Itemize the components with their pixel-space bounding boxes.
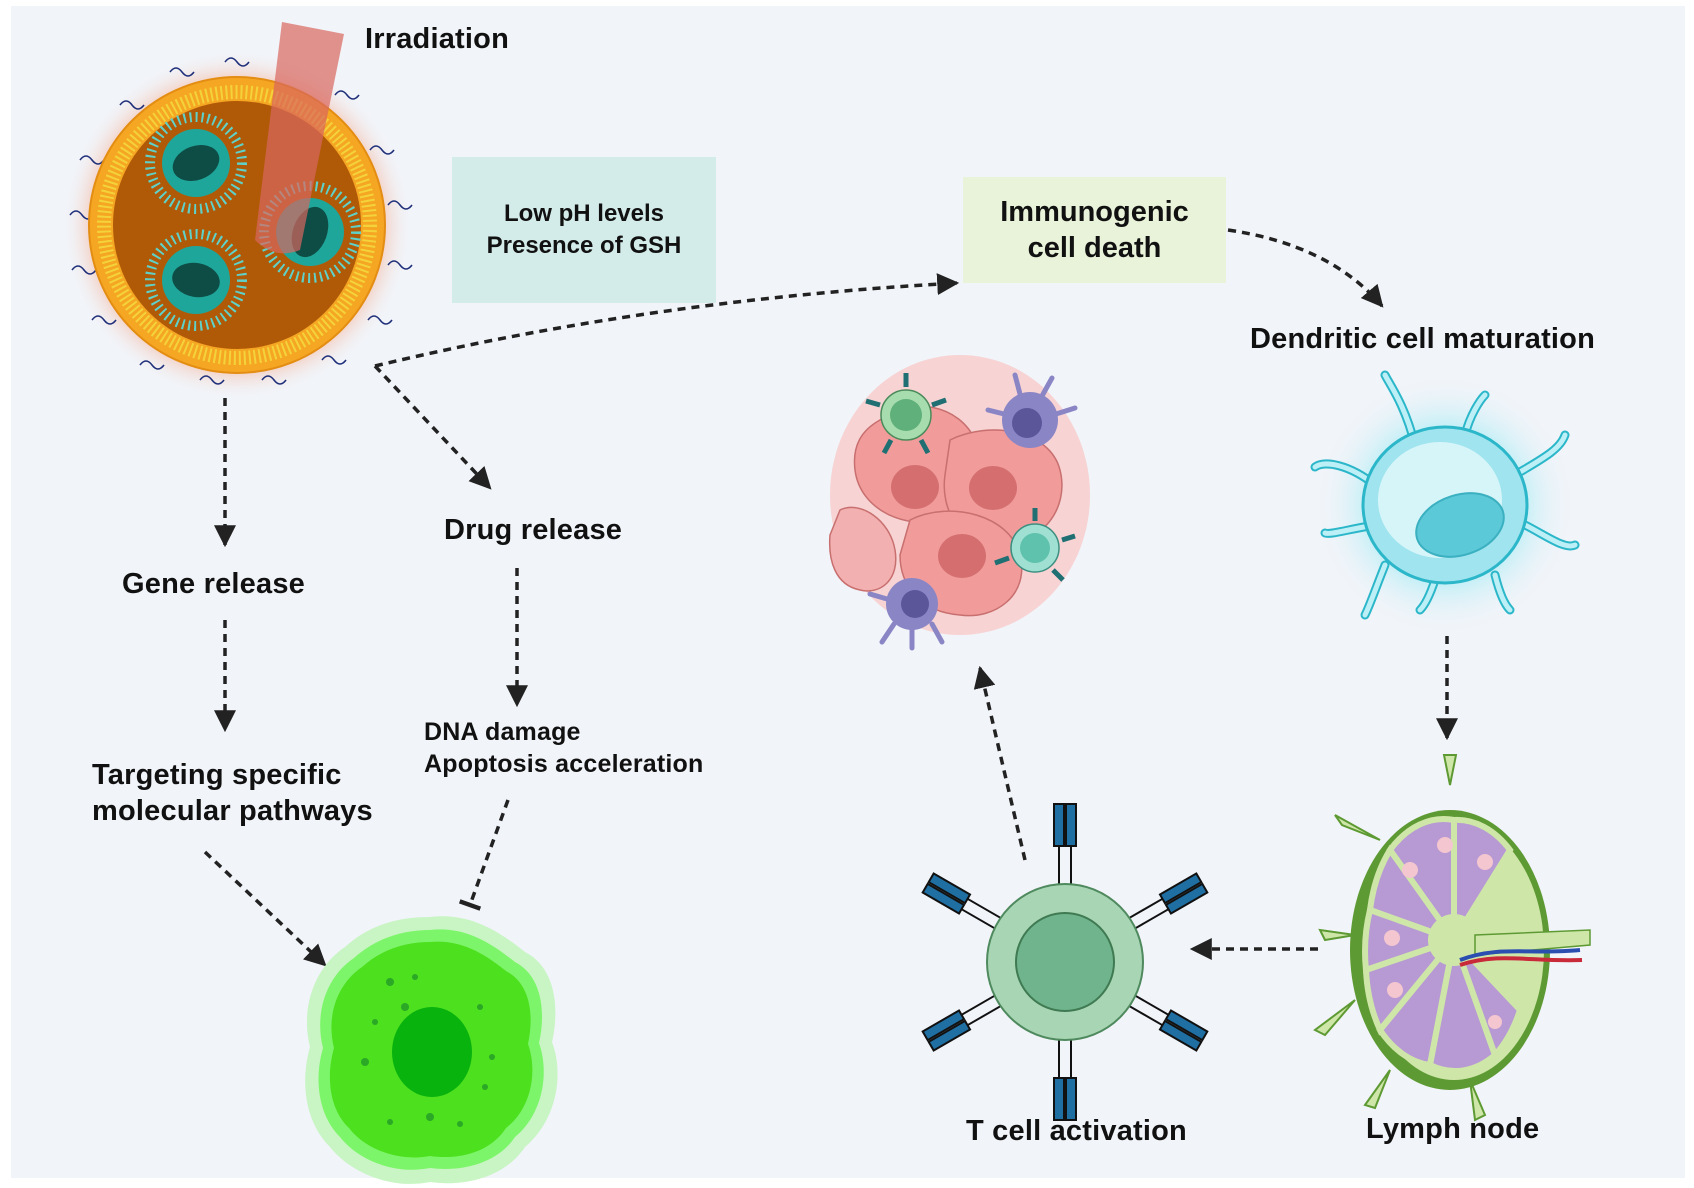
receptors: [921, 803, 1209, 1121]
irradiation-beam: [255, 22, 344, 254]
inhibit-dna-to-cell: [458, 799, 510, 911]
t-cell-label: T cell activation: [966, 1115, 1187, 1147]
arrow-icd-to-dendritic: [1227, 228, 1384, 308]
nanoparticle-illustration: [62, 22, 413, 400]
immune-cell-teal: [994, 508, 1076, 582]
stimulus-line1: Low pH levels: [503, 200, 665, 227]
micelle: [145, 229, 247, 331]
arrow-np-to-drug: [373, 364, 492, 490]
apoptosis-label: Apoptosis acceleration: [424, 750, 704, 778]
dendritic-cell-illustration: [1310, 370, 1580, 635]
arrow-targeting-to-cell: [203, 850, 327, 967]
dendritic-label: Dendritic cell maturation: [1250, 323, 1596, 355]
targeting-label-line2: molecular pathways: [92, 795, 373, 827]
dna-damage-label: DNA damage: [424, 718, 581, 746]
tumor-cluster-illustration: [828, 355, 1090, 651]
dendritic-cell-purple: [867, 578, 945, 651]
arrows: [203, 228, 1458, 967]
icd-line2: cell death: [1027, 232, 1162, 264]
micelle: [145, 112, 247, 214]
t-cell-illustration: [921, 803, 1209, 1121]
lymph-node-label: Lymph node: [1366, 1113, 1540, 1145]
drug-release-label: Drug release: [444, 514, 623, 546]
irradiation-label: Irradiation: [365, 23, 509, 55]
icd-line1: Immunogenic: [1000, 196, 1189, 228]
stimulus-line2: Presence of GSH: [486, 232, 682, 259]
cancer-cell-illustration: [305, 916, 558, 1184]
lymph-node-illustration: [1313, 754, 1591, 1122]
targeting-label-line1: Targeting specific: [92, 759, 342, 791]
immune-cell-green: [865, 373, 947, 455]
gene-release-label: Gene release: [122, 568, 305, 600]
icd-box: Immunogenic cell death: [963, 177, 1226, 283]
peg-chains: [69, 57, 413, 385]
dendritic-cell-purple: [985, 372, 1078, 448]
stimulus-box: Low pH levels Presence of GSH: [452, 157, 716, 303]
arrow-tcell-to-tumor: [973, 665, 1027, 861]
